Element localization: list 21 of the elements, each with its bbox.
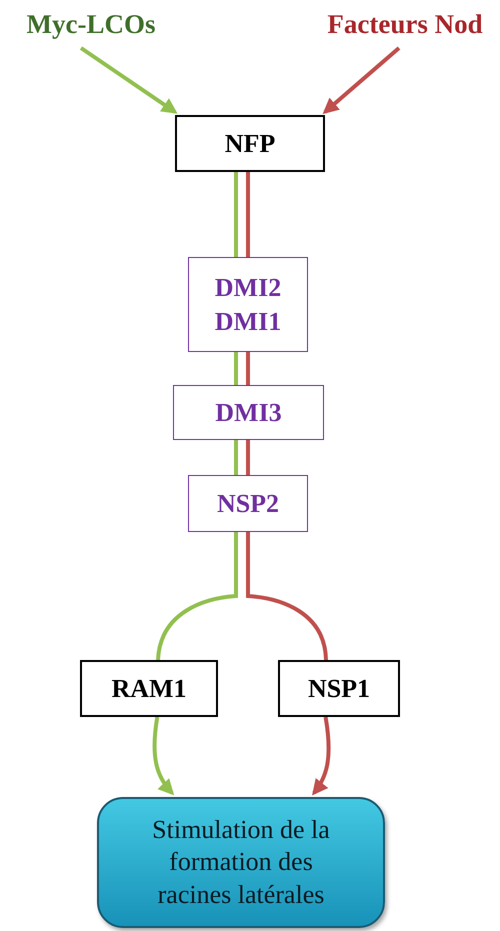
arrow	[152, 716, 174, 796]
arrow	[312, 716, 331, 796]
gene-box: NSP1	[278, 660, 400, 717]
connector-line	[234, 440, 238, 475]
connector-line	[246, 532, 328, 660]
signal-label: Myc-LCOs	[12, 4, 170, 44]
gene-box: DMI3	[173, 385, 324, 440]
connector-line	[246, 172, 250, 257]
gene-box: NFP	[175, 115, 325, 172]
outcome-box: Stimulation de la formation des racines latérales	[97, 797, 385, 928]
connector-line	[234, 352, 238, 385]
gene-box: NSP2	[188, 475, 308, 532]
gene-box: RAM1	[80, 660, 218, 717]
arrow	[322, 46, 400, 114]
signal-label: Facteurs Nod	[312, 4, 498, 44]
connector-line	[246, 440, 250, 475]
connector-line	[156, 532, 238, 660]
connector-line	[234, 172, 238, 257]
gene-box: DMI2 DMI1	[188, 257, 308, 352]
arrow	[80, 46, 178, 114]
connector-line	[246, 352, 250, 385]
